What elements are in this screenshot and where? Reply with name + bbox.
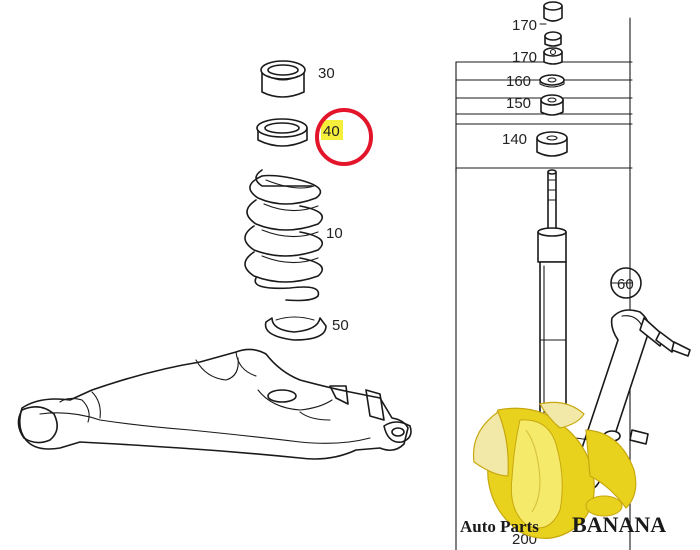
banana-logo xyxy=(472,401,637,539)
part-label-150: 150 xyxy=(506,95,531,112)
part-label-160: 160 xyxy=(506,73,531,90)
shock-absorber-body[interactable] xyxy=(537,169,567,421)
part-170-nut[interactable] xyxy=(544,31,562,47)
part-60-callout-circle xyxy=(610,267,642,299)
part-label-10: 10 xyxy=(326,225,343,242)
part-170-top-cap[interactable] xyxy=(543,1,563,22)
part-label-170: 170 xyxy=(512,49,537,66)
part-label-40: 40 xyxy=(323,123,340,140)
part-160-washer[interactable] xyxy=(539,74,565,88)
part-40-label-highlight xyxy=(321,120,343,140)
lower-control-arm[interactable] xyxy=(17,348,412,460)
part-label-30: 30 xyxy=(318,65,335,82)
part-label-140: 140 xyxy=(502,131,527,148)
part-label-170-top: 170 xyxy=(512,17,537,34)
part-label-50: 50 xyxy=(332,317,349,334)
watermark-main: BANANA xyxy=(572,512,666,537)
watermark-prefix: Auto Parts xyxy=(460,517,539,536)
part-140-bushing[interactable] xyxy=(536,131,568,157)
part-50-lower-spring-pad[interactable] xyxy=(264,316,327,341)
part-150-bushing[interactable] xyxy=(540,94,564,116)
part-10-coil-spring[interactable] xyxy=(244,169,323,302)
highlight-circle-40 xyxy=(315,108,373,166)
part-30-spring-seat-top[interactable] xyxy=(260,60,306,98)
part-label-60: 60 xyxy=(617,276,634,293)
part-40-spring-isolator[interactable] xyxy=(256,118,308,147)
part-170-nut-lower[interactable] xyxy=(543,47,563,65)
